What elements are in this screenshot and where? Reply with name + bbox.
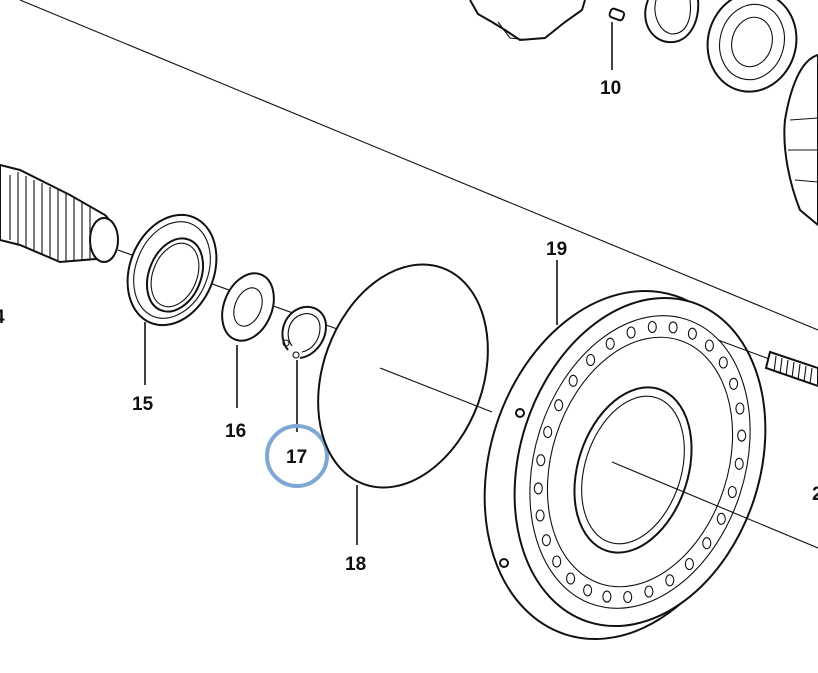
bolt-hole xyxy=(543,425,553,439)
part-bolt xyxy=(717,339,818,388)
bolt-hole xyxy=(684,557,694,571)
part-17-snap-ring xyxy=(281,305,328,359)
bolt-hole xyxy=(716,512,726,525)
bolt-hole xyxy=(568,374,578,387)
callout-2: 2 xyxy=(812,484,818,505)
bolt-hole xyxy=(644,585,654,598)
part-top-housing xyxy=(469,0,586,42)
bolt-hole xyxy=(687,327,697,340)
bolt-hole xyxy=(554,399,564,412)
part-4-splined-shaft xyxy=(0,163,119,264)
bolt-hole xyxy=(626,326,636,339)
callout-16: 16 xyxy=(225,421,246,442)
center-axis-right xyxy=(611,461,818,549)
bolt-hole xyxy=(586,353,596,367)
part-15-thrust-washer xyxy=(126,213,218,327)
callout-19: 19 xyxy=(546,239,567,260)
callout-10: 10 xyxy=(600,78,621,99)
bolt-hole xyxy=(718,356,728,369)
part-right-gear-housing xyxy=(783,53,818,227)
bolt-hole xyxy=(536,454,546,467)
bolt-hole xyxy=(533,482,543,495)
bolt-hole xyxy=(602,590,612,603)
callout-17-highlight-circle xyxy=(265,424,329,488)
part-top-bearing xyxy=(706,0,798,93)
bolt-hole xyxy=(734,457,744,470)
assembly-axis-line xyxy=(19,0,818,331)
bolt-hole xyxy=(729,377,739,390)
callout-18: 18 xyxy=(345,554,366,575)
bolt-hole xyxy=(535,509,545,522)
bolt-hole xyxy=(623,590,633,604)
bolt-hole xyxy=(665,574,675,587)
part-16-washer xyxy=(221,272,275,342)
bolt-hole xyxy=(735,402,745,415)
part-18-o-ring xyxy=(317,263,489,489)
callout-15: 15 xyxy=(132,394,154,415)
bolt-hole xyxy=(566,572,576,585)
part-19-hub-flange xyxy=(483,290,767,640)
bolt-hole xyxy=(668,321,678,334)
bolt-hole xyxy=(605,337,615,350)
bolt-hole xyxy=(702,537,712,550)
bolt-hole xyxy=(727,485,737,499)
bolt-hole xyxy=(704,339,714,352)
flange-bolt-holes xyxy=(533,320,747,604)
part-top-ring-1 xyxy=(644,0,700,44)
bolt-hole xyxy=(541,534,551,547)
bolt-hole xyxy=(647,320,657,334)
bolt-hole xyxy=(552,555,562,568)
bolt-hole xyxy=(583,584,593,597)
part-10-pin xyxy=(608,7,626,22)
callout-17: 17 xyxy=(286,447,307,468)
bolt-hole xyxy=(737,429,747,442)
callout-4: 4 xyxy=(0,307,5,328)
center-axis-mid xyxy=(379,367,493,413)
